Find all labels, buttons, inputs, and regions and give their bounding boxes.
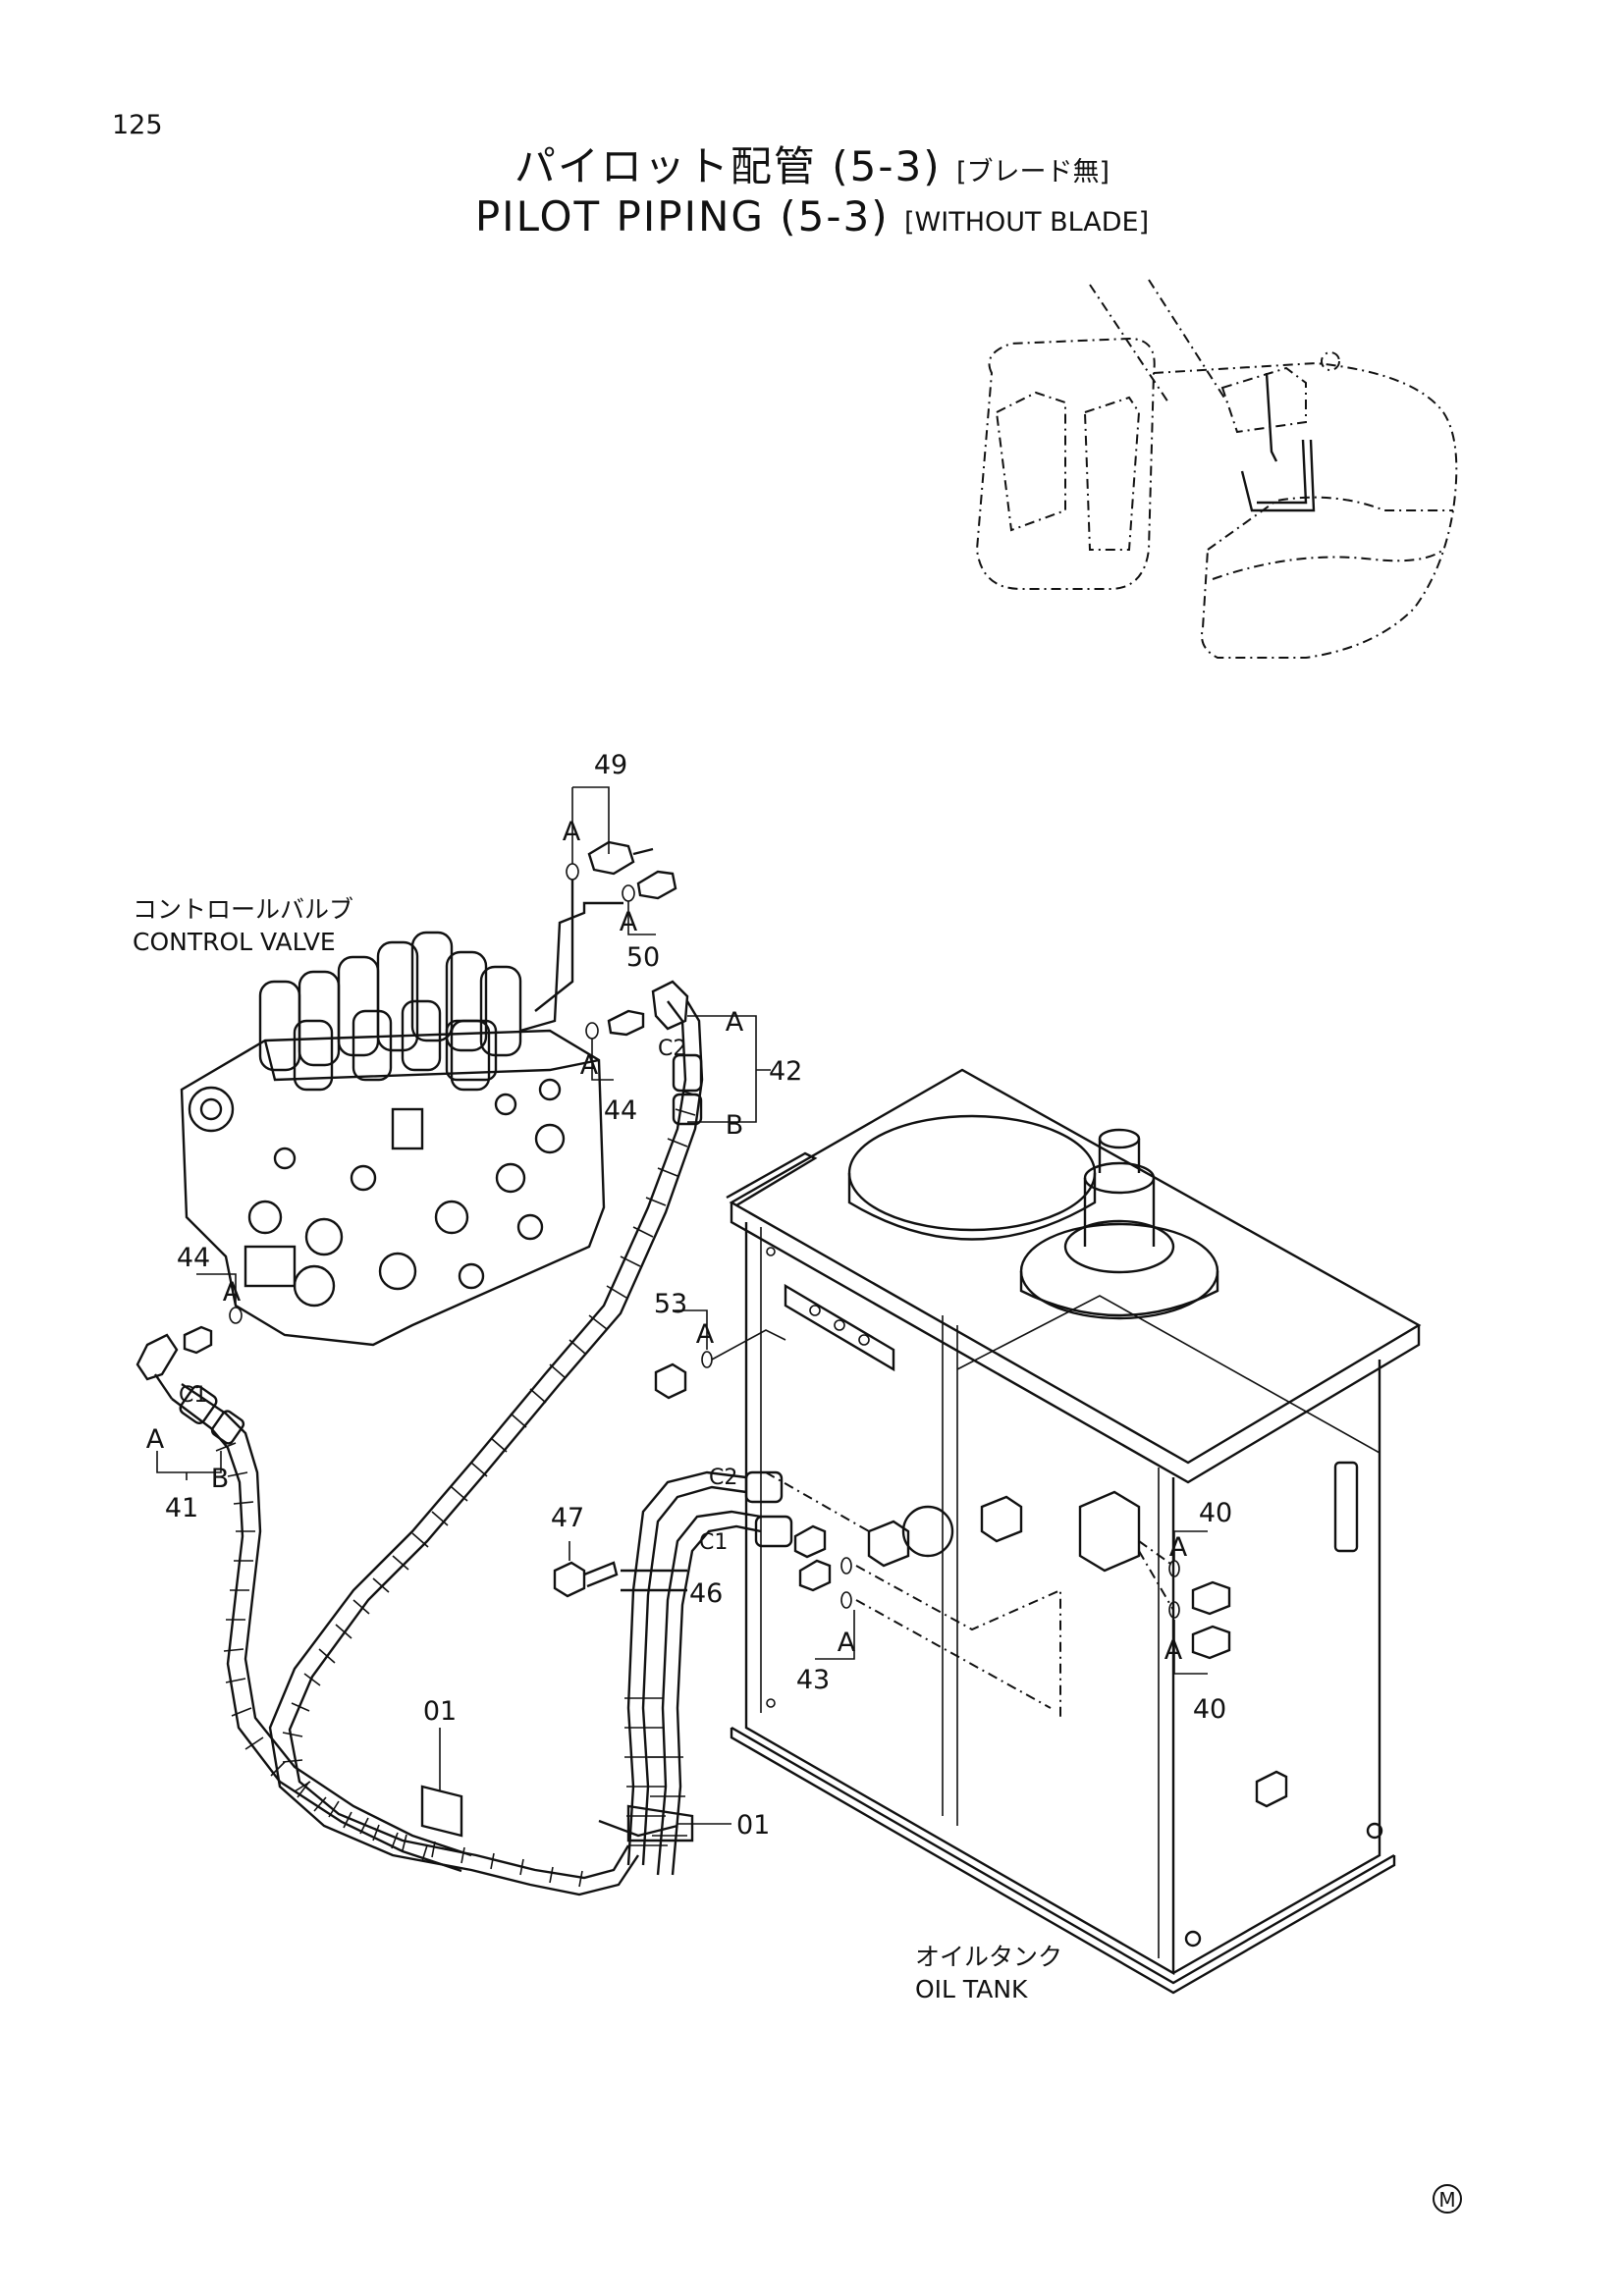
- clamp-01-left: [420, 1785, 463, 1838]
- connection-label-a-44-left: A: [223, 1277, 242, 1308]
- connection-label-a-40-top: A: [1169, 1532, 1188, 1563]
- connection-label-a-53: A: [696, 1319, 715, 1350]
- fittings-43: [793, 1524, 852, 1609]
- part-number-41: 41: [165, 1493, 198, 1523]
- page-title-english: PILOT PIPING (5-3) [WITHOUT BLADE]: [0, 192, 1624, 240]
- connection-label-c2-42: C2: [658, 1037, 686, 1061]
- part-number-01-left: 01: [423, 1696, 457, 1727]
- connection-label-c1-41: C1: [179, 1383, 207, 1408]
- part-number-49: 49: [594, 750, 627, 780]
- part-number-43: 43: [796, 1665, 830, 1695]
- fitting-group-49-50: [519, 840, 677, 1033]
- connection-label-a-43: A: [838, 1628, 856, 1658]
- pilot-hose-41: [135, 1333, 472, 1873]
- title-japanese-sub: [ブレード無]: [956, 157, 1110, 187]
- connection-label-a-50: A: [620, 907, 638, 937]
- connection-label-c1-tank: C1: [699, 1530, 728, 1555]
- bolt-47: [553, 1561, 619, 1598]
- control-valve-drawing: [180, 931, 606, 1347]
- connection-label-b-41: B: [211, 1464, 230, 1494]
- excavator-location-inset: [975, 279, 1458, 659]
- bolt-53: [654, 1351, 713, 1400]
- circled-m-mark: M: [1433, 2184, 1462, 2214]
- part-number-42: 42: [769, 1056, 802, 1087]
- part-number-40-bottom: 40: [1193, 1694, 1226, 1725]
- fitting-44-lower: [183, 1307, 243, 1355]
- part-number-53: 53: [654, 1289, 687, 1319]
- part-number-44-left: 44: [177, 1243, 210, 1273]
- connection-label-a-42: A: [726, 1007, 744, 1038]
- component-labels: コントロールバルブ CONTROL VALVE オイルタンク OIL TANK: [133, 895, 1062, 2003]
- part-number-01-right: 01: [736, 1810, 770, 1841]
- connection-label-a-40-bottom: A: [1164, 1635, 1183, 1666]
- connection-label-a-49: A: [563, 817, 581, 847]
- oil-tank-label-japanese: オイルタンク: [915, 1943, 1062, 1971]
- hose-end-42: [651, 980, 703, 1126]
- mark-letter: M: [1438, 2188, 1455, 2212]
- connection-label-a-44-top: A: [580, 1050, 599, 1081]
- part-labels: 49 A A 50 A 44 C2 A B 42 44 A C1 A B 41 …: [146, 750, 1232, 1841]
- fitting-44-upper: [585, 1009, 645, 1040]
- part-number-50: 50: [626, 942, 660, 973]
- oil-tank-drawing: [711, 1068, 1422, 1995]
- connection-label-a-41: A: [146, 1424, 165, 1455]
- oil-tank-label-english: OIL TANK: [915, 1975, 1028, 2003]
- title-english-sub: [WITHOUT BLADE]: [904, 207, 1150, 238]
- connection-label-b-42: B: [726, 1110, 744, 1141]
- title-japanese-main: パイロット配管 (5-3): [514, 142, 942, 190]
- pilot-hose-42: [268, 1000, 704, 1896]
- control-valve-label-english: CONTROL VALVE: [133, 928, 336, 956]
- part-number-44-top: 44: [604, 1095, 637, 1126]
- control-valve-label-japanese: コントロールバルブ: [133, 895, 353, 924]
- callout-brackets: [156, 786, 1208, 1825]
- page-title-japanese: パイロット配管 (5-3) [ブレード無]: [0, 133, 1624, 193]
- part-number-46: 46: [689, 1578, 723, 1609]
- part-number-40-top: 40: [1199, 1498, 1232, 1528]
- page-number: 125: [112, 110, 163, 140]
- connection-label-c2-tank: C2: [709, 1466, 737, 1490]
- part-number-47: 47: [551, 1503, 584, 1533]
- title-english-main: PILOT PIPING (5-3): [474, 192, 890, 240]
